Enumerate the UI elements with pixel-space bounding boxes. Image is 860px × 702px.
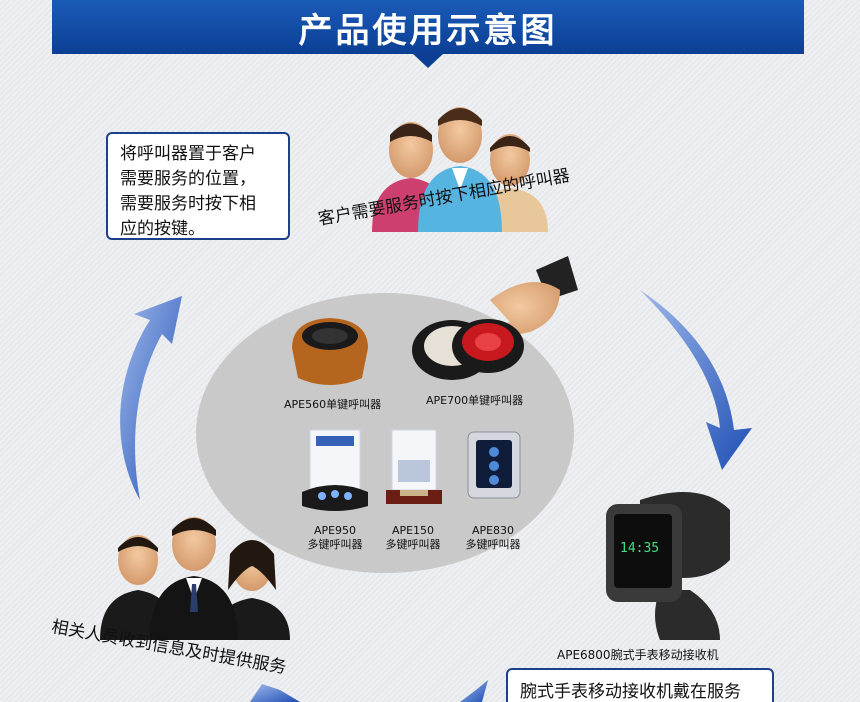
product-type: 多键呼叫器 xyxy=(465,538,521,551)
note-line: 需要服务的位置， xyxy=(120,169,256,189)
arrow-left-icon xyxy=(120,296,182,500)
ape560-label: APE560单键呼叫器 xyxy=(284,398,382,411)
customers-group-icon xyxy=(372,107,548,232)
ape150-label: APE150 多键呼叫器 xyxy=(378,524,448,552)
product-type: 多键呼叫器 xyxy=(385,538,441,551)
ape700-pager-icon xyxy=(412,319,524,380)
arrow-bottom-left-icon xyxy=(250,684,300,702)
product-model: APE150 xyxy=(391,524,435,537)
product-model: APE950 xyxy=(313,524,357,537)
ape950-label: APE950 多键呼叫器 xyxy=(300,524,370,552)
arrow-right-icon xyxy=(640,290,752,470)
product-type: 多键呼叫器 xyxy=(307,538,363,551)
page-title: 产品使用示意图 xyxy=(298,10,558,51)
note-line: 应的按键。 xyxy=(120,219,205,239)
note-line: 腕式手表移动接收机戴在服务 xyxy=(520,682,741,702)
product-model: APE830 xyxy=(471,524,515,537)
instruction-note-bottom: 腕式手表移动接收机戴在服务 xyxy=(506,668,774,702)
watch-caption: APE6800腕式手表移动接收机 xyxy=(557,648,719,662)
note-line: 将呼叫器置于客户 xyxy=(120,144,256,164)
ape950-pager-icon xyxy=(302,429,368,511)
ape150-pager-icon xyxy=(386,429,442,504)
staff-group-icon xyxy=(100,517,290,640)
watch-icon xyxy=(606,492,730,640)
instruction-note-top: 将呼叫器置于客户 需要服务的位置， 需要服务时按下相 应的按键。 xyxy=(106,132,290,240)
ape830-pager-icon xyxy=(467,431,521,499)
ape700-label: APE700单键呼叫器 xyxy=(426,394,524,407)
ape560-pager-icon xyxy=(292,318,368,385)
arrow-bottom-right-icon xyxy=(460,680,488,702)
watch-time: 14:35 xyxy=(620,541,660,556)
note-line: 需要服务时按下相 xyxy=(120,194,256,214)
header-banner: 产品使用示意图 xyxy=(52,0,804,68)
ape830-label: APE830 多键呼叫器 xyxy=(458,524,528,552)
